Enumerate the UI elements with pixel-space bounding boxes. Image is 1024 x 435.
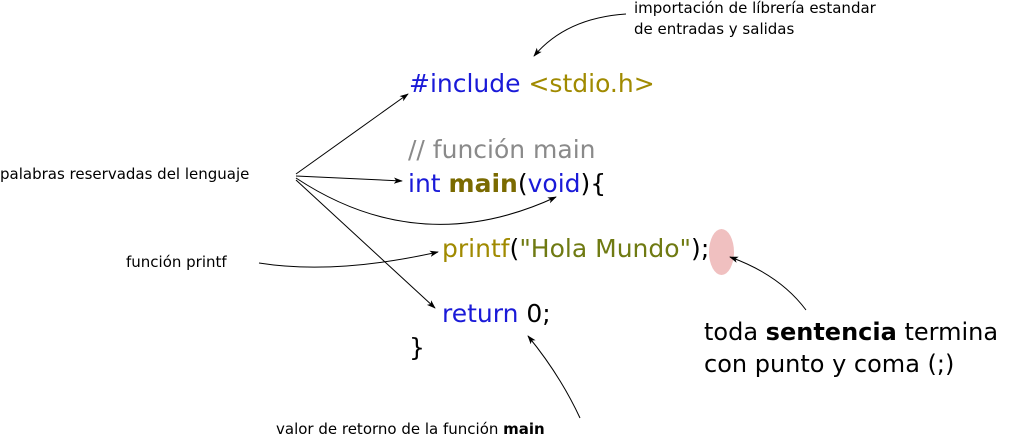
return-value-note-text: valor de retorno de la función — [276, 420, 504, 435]
sentence-note-line2: con punto y coma (;) — [704, 350, 955, 378]
reserved-to-return-arrow — [295, 179, 436, 309]
include-line: #include <stdio.h> — [409, 69, 655, 99]
include-header: <stdio.h> — [528, 69, 655, 98]
sentence-note-prefix: toda — [704, 318, 766, 346]
include-arrow — [533, 13, 627, 57]
printf-line: printf("Hola Mundo"); — [442, 234, 709, 264]
printf-arrow — [258, 250, 439, 268]
semicolon-arrow — [729, 256, 807, 311]
return-value-note-main: main — [503, 420, 545, 435]
return-value-arrow — [527, 335, 581, 419]
void-keyword: void — [527, 169, 581, 198]
return-line: return 0; — [442, 299, 551, 329]
printf-function-note: función printf — [126, 253, 227, 271]
include-note-line2: de entradas y salidas — [634, 20, 795, 38]
main-function-name: main — [448, 169, 518, 198]
main-comment: // función main — [408, 135, 596, 164]
int-keyword: int — [408, 169, 441, 198]
semicolon-highlight — [709, 229, 734, 275]
printf-open-paren: ( — [509, 234, 520, 263]
include-directive: #include — [409, 69, 521, 98]
sentence-note-bold: sentencia — [765, 318, 897, 346]
closing-brace: } — [409, 333, 425, 362]
printf-close-paren: ) — [691, 234, 701, 263]
sentence-note-suffix: termina — [896, 318, 999, 346]
include-note-line1: importación de líbrería estandar — [634, 0, 876, 17]
reserved-to-include-arrow — [295, 93, 409, 175]
printf-semicolon: ; — [700, 234, 710, 263]
printf-string-argument: "Hola Mundo" — [519, 234, 692, 263]
reserved-to-void-arrow — [295, 177, 557, 225]
main-close-brace-open: ){ — [580, 169, 607, 198]
return-value-note: valor de retorno de la función main — [276, 419, 545, 435]
return-keyword: return — [442, 299, 519, 328]
printf-function-name: printf — [442, 234, 510, 263]
sentence-note: toda sentencia termina con punto y coma … — [704, 316, 998, 380]
include-note: importación de líbrería estandar de entr… — [634, 0, 876, 40]
reserved-words-note: palabras reservadas del lenguaje — [0, 165, 250, 183]
main-signature: int main(void){ — [408, 169, 606, 199]
return-value: 0; — [518, 299, 551, 328]
reserved-to-int-arrow — [295, 175, 403, 184]
main-open-paren: ( — [517, 169, 528, 198]
